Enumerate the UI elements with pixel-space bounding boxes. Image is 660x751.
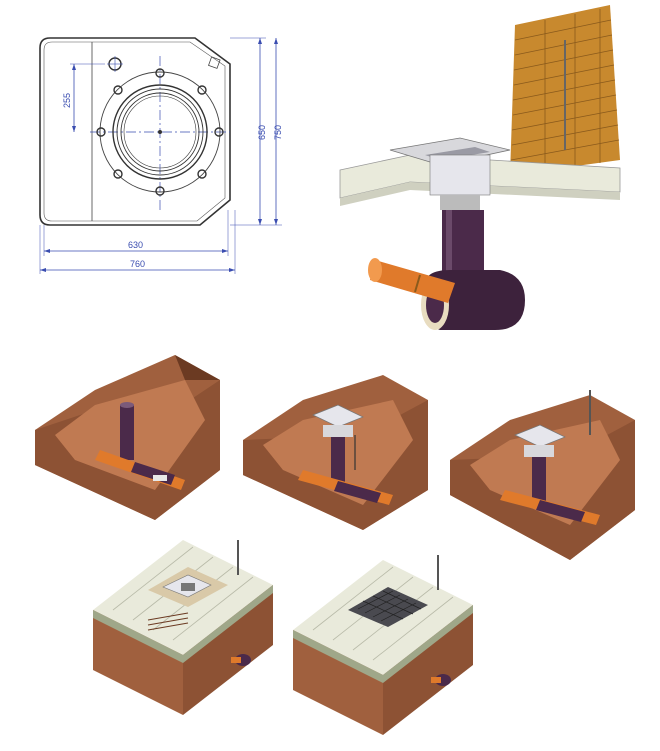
installation-step-3 [450, 390, 640, 565]
installation-step-2 [243, 375, 433, 535]
plan-drawing: 255 650 750 630 760 [30, 20, 300, 285]
drain-head [389, 137, 511, 210]
installation-step-5 [293, 555, 478, 735]
installation-step-1 [35, 350, 225, 525]
drain-pipe [421, 210, 525, 330]
dim-760: 760 [130, 259, 145, 269]
orange-pipe [368, 258, 455, 303]
brick-wall [510, 5, 620, 175]
dim-630: 630 [128, 240, 143, 250]
dim-750: 750 [273, 125, 283, 140]
unit-outline [39, 37, 231, 226]
installation-step-4 [93, 535, 278, 715]
dim-255: 255 [62, 93, 72, 108]
wall-section-3d [330, 0, 630, 335]
dim-650: 650 [257, 125, 267, 140]
